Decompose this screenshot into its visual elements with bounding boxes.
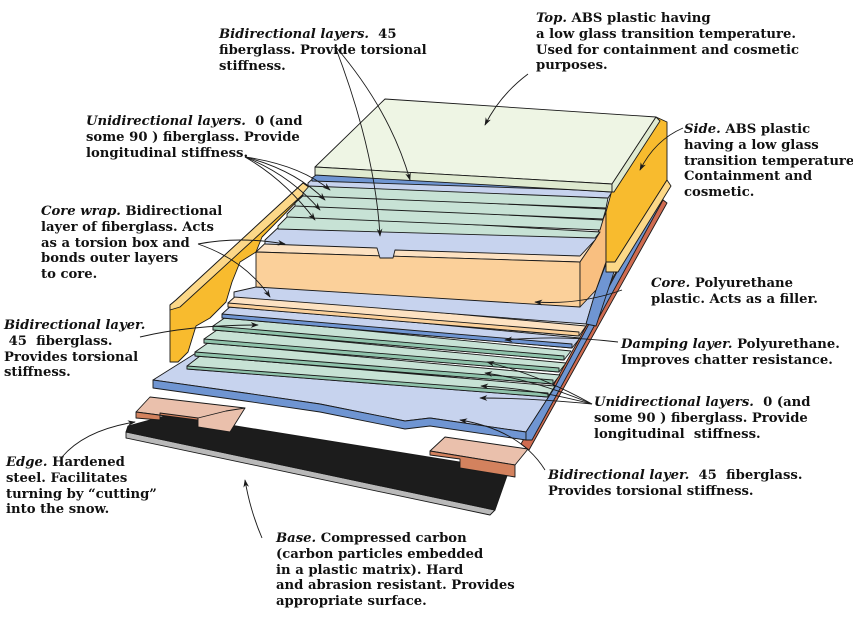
uni-bottom-2-edge bbox=[203, 338, 560, 373]
label-damping-layer: Damping layer. Polyurethane. Improves ch… bbox=[621, 337, 840, 368]
bidir-left-layer-edge bbox=[221, 313, 573, 349]
leader-bidir-bottom bbox=[459, 418, 546, 471]
right-sidewall bbox=[605, 116, 672, 273]
label-unidirectional-layers-bottom: Unidirectional layers. 0 (and some 90 ) … bbox=[594, 395, 811, 442]
label-edge: Edge. Hardened steel. Facilitates turnin… bbox=[6, 455, 157, 518]
base-layer bbox=[125, 414, 510, 516]
leader-uni-top-2 bbox=[244, 156, 326, 201]
label-core: Core. Polyurethane plastic. Acts as a fi… bbox=[651, 276, 818, 307]
edge-block-right-front bbox=[429, 450, 516, 478]
leader-uni-top-3 bbox=[244, 156, 321, 211]
leader-top bbox=[484, 73, 529, 126]
unidirectional-bottom-stack bbox=[186, 316, 572, 398]
top-sheet-right-edge bbox=[611, 116, 661, 193]
uni-bottom-4-edge bbox=[186, 365, 549, 398]
leader-bidir-top-1 bbox=[334, 45, 411, 181]
edge-block-left-step bbox=[197, 407, 246, 433]
label-top: Top. ABS plastic having a low glass tran… bbox=[536, 11, 800, 74]
edge-steel bbox=[135, 396, 529, 478]
leader-damping bbox=[504, 336, 619, 343]
label-bidirectional-layer-bottom: Bidirectional layer. 45 fiberglass. Prov… bbox=[548, 468, 803, 499]
leader-lines bbox=[61, 45, 684, 539]
right-sidewall-lower bbox=[605, 179, 672, 273]
leader-uni-bottom-1 bbox=[486, 360, 593, 405]
leader-uni-top-1 bbox=[244, 156, 331, 191]
leader-base bbox=[243, 479, 263, 539]
damping-layer-edge bbox=[227, 302, 580, 337]
label-bidirectional-layers-top: Bidirectional layers. 45 fiberglass. Pro… bbox=[219, 27, 427, 74]
leader-uni-bottom-2 bbox=[484, 371, 593, 405]
top-sheet bbox=[314, 98, 661, 193]
leader-core-wrap-2 bbox=[197, 243, 271, 298]
leader-bidir-left bbox=[139, 322, 259, 338]
label-core-wrap: Core wrap. Bidirectional layer of fiberg… bbox=[41, 204, 223, 283]
leader-uni-bottom-4 bbox=[479, 395, 593, 405]
label-base: Base. Compressed carbon (carbon particle… bbox=[276, 531, 515, 610]
leader-side bbox=[639, 127, 684, 171]
label-unidirectional-layers-top: Unidirectional layers. 0 (and some 90 ) … bbox=[86, 114, 303, 161]
label-bidirectional-layer-left: Bidirectional layer. 45 fiberglass. Prov… bbox=[4, 318, 146, 381]
leader-edge bbox=[61, 420, 136, 458]
label-side: Side. ABS plastic having a low glass tra… bbox=[684, 122, 853, 201]
left-sidewall bbox=[169, 182, 311, 363]
leader-bidir-top-2 bbox=[334, 45, 383, 237]
leader-core bbox=[534, 289, 623, 306]
uni-bottom-3-edge bbox=[194, 351, 554, 385]
leader-uni-top-4 bbox=[244, 156, 316, 221]
uni-bottom-1-edge bbox=[212, 325, 565, 361]
leader-core-wrap-1 bbox=[197, 239, 286, 246]
leader-uni-bottom-3 bbox=[480, 383, 593, 405]
unidirectional-top-stack bbox=[277, 183, 609, 239]
label-top-title: Top. bbox=[536, 11, 567, 26]
